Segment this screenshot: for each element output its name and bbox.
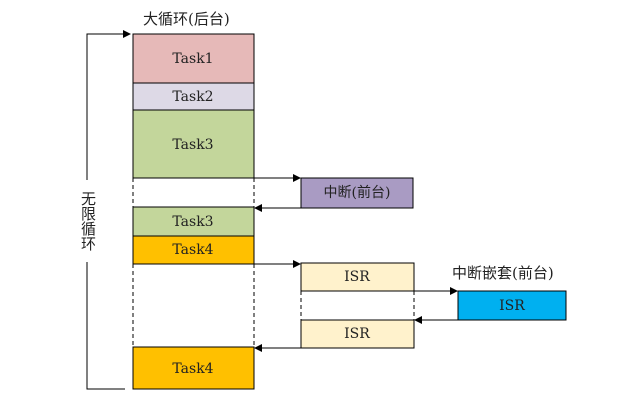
task4-label: Task4 bbox=[172, 242, 213, 258]
nested-isr-block bbox=[457, 290, 567, 321]
flow-arrows bbox=[254, 174, 458, 352]
nested-interrupt-title: 中断嵌套(前台) bbox=[452, 264, 554, 282]
interrupt-label: 中断(前台) bbox=[324, 184, 391, 201]
loop-label-bg bbox=[78, 180, 96, 262]
loop-label: 无限循环 bbox=[79, 191, 97, 251]
task1-block bbox=[132, 33, 255, 84]
isr-block bbox=[300, 262, 415, 292]
isr-label: ISR bbox=[344, 269, 370, 285]
title-main-loop: 大循环(后台) bbox=[143, 10, 230, 28]
task1-label: Task1 bbox=[172, 51, 213, 67]
isr-resume-block bbox=[300, 319, 415, 349]
nested-isr-label: ISR bbox=[499, 298, 525, 314]
task4-block bbox=[132, 235, 255, 265]
task3-resume-block bbox=[132, 206, 255, 237]
dashed-gaps bbox=[132, 178, 415, 347]
task4-resume-block bbox=[132, 346, 255, 390]
interrupt-block bbox=[300, 177, 414, 209]
task3-label: Task3 bbox=[172, 137, 213, 153]
task3-resume-label: Task3 bbox=[172, 214, 213, 230]
task2-label: Task2 bbox=[172, 89, 213, 105]
task4-resume-label: Task4 bbox=[172, 361, 213, 377]
isr-resume-label: ISR bbox=[344, 326, 370, 342]
task3-block bbox=[132, 109, 255, 179]
